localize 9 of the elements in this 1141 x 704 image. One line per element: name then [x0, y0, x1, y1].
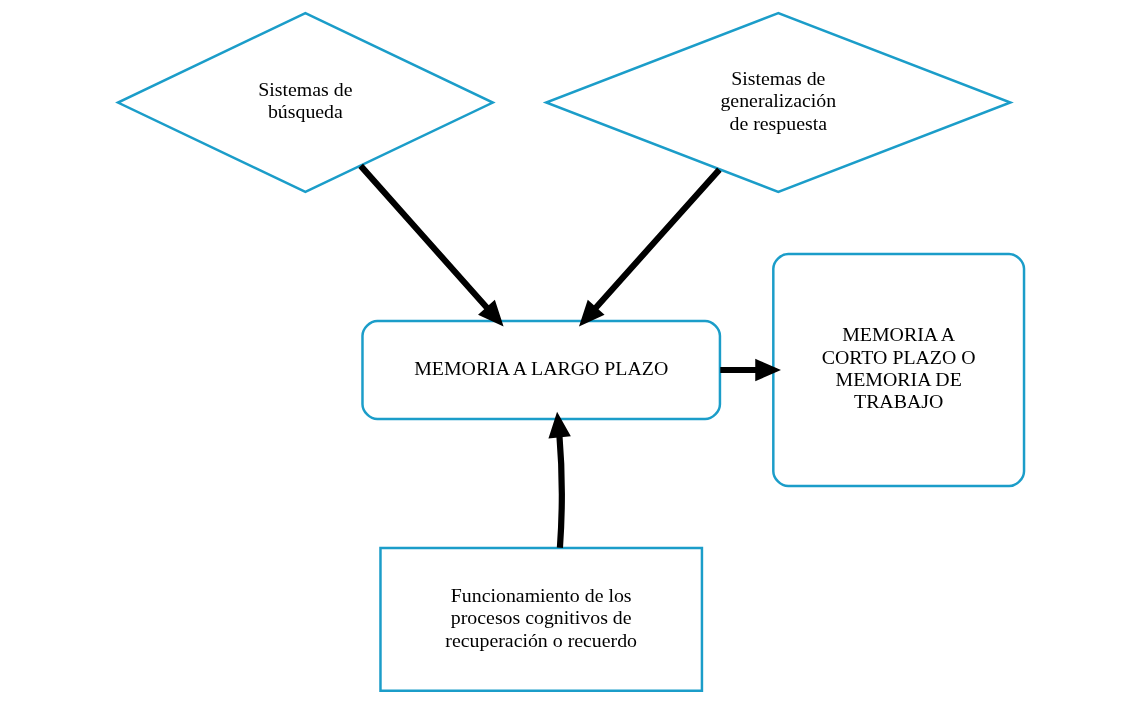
- node-diamond: Sistemas de generalización de respuesta: [542, 11, 1014, 194]
- node-box: MEMORIA A CORTO PLAZO O MEMORIA DE TRABAJO: [771, 252, 1025, 488]
- node-box: MEMORIA A LARGO PLAZO: [360, 319, 721, 421]
- node-diamond: Sistemas de búsqueda: [114, 11, 496, 194]
- arrow: [578, 167, 722, 327]
- node-box: Funcionamiento de los procesos cognitivos de recuperación o recuerdo: [378, 546, 703, 693]
- arrow: [357, 163, 504, 327]
- arrow: [547, 411, 571, 548]
- arrow: [719, 358, 781, 382]
